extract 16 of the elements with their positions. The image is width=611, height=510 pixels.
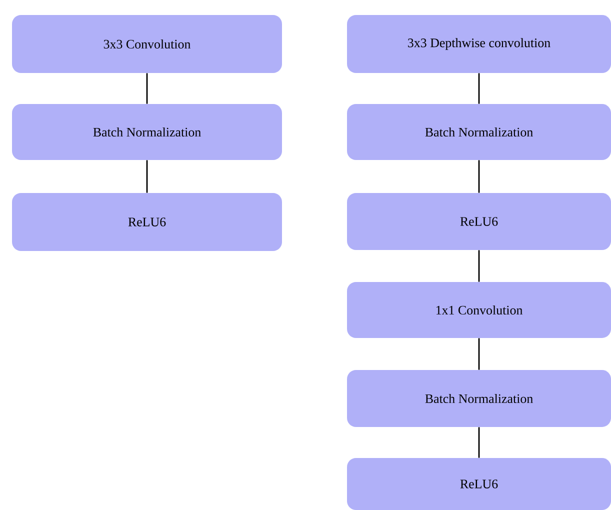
process-box: Batch Normalization	[12, 104, 282, 160]
connector-line	[478, 250, 480, 282]
connector-line	[146, 73, 148, 104]
process-box: Batch Normalization	[347, 104, 611, 160]
process-box: ReLU6	[347, 458, 611, 510]
process-box: 3x3 Convolution	[12, 15, 282, 73]
process-box: Batch Normalization	[347, 370, 611, 427]
connector-line	[478, 427, 480, 458]
process-box: 3x3 Depthwise convolution	[347, 15, 611, 73]
connector-line	[478, 160, 480, 193]
process-box: ReLU6	[347, 193, 611, 250]
process-box: ReLU6	[12, 193, 282, 251]
connector-line	[478, 338, 480, 370]
connector-line	[146, 160, 148, 193]
connector-line	[478, 73, 480, 104]
process-box: 1x1 Convolution	[347, 282, 611, 338]
